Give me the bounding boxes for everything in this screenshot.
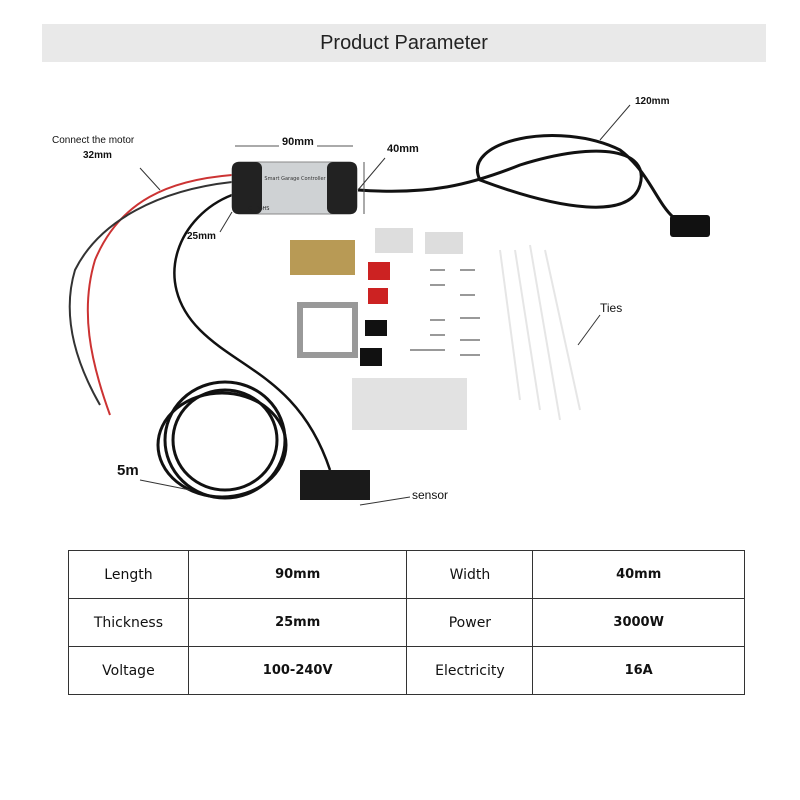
ties-label: Ties	[600, 301, 623, 315]
product-illustration: Smart Garage Controller CE RoHS	[68, 104, 710, 506]
spec-value: 3000W	[532, 598, 745, 647]
spec-key: Thickness	[68, 598, 189, 647]
spec-key: Width	[406, 550, 534, 599]
table-row: Voltage 100-240V Electricity 16A	[68, 646, 745, 695]
button-red	[368, 262, 390, 280]
spec-value: 90mm	[187, 550, 408, 599]
spec-value: 100-240V	[187, 646, 408, 695]
length-label: 90mm	[279, 136, 317, 148]
motor-length-label: 32mm	[83, 150, 112, 161]
adhesive-pad	[352, 378, 467, 430]
spec-value: 25mm	[187, 598, 408, 647]
page-title: Product Parameter	[320, 31, 488, 54]
device-name: Smart Garage Controller	[264, 176, 326, 182]
spec-key: Electricity	[406, 646, 534, 695]
magnetic-sensor	[300, 470, 370, 500]
thickness-label: 25mm	[187, 231, 216, 242]
spec-key: Length	[68, 550, 189, 599]
sensor-cable-label: 5m	[117, 462, 139, 479]
spec-value: 16A	[532, 646, 745, 695]
sensor-label: sensor	[412, 488, 449, 502]
bracket	[290, 240, 355, 275]
device-cert: CE RoHS	[248, 206, 269, 212]
power-cable	[357, 134, 701, 227]
spec-value: 40mm	[532, 550, 745, 599]
sensor-cable	[173, 193, 332, 471]
spec-key: Power	[406, 598, 534, 647]
spec-table: Length 90mm Width 40mm Thickness 25mm Po…	[68, 550, 745, 695]
table-row: Length 90mm Width 40mm	[68, 550, 745, 599]
title-banner: Product Parameter	[42, 24, 766, 62]
cable-ties	[499, 244, 581, 421]
width-label: 40mm	[387, 143, 419, 155]
table-row: Thickness 25mm Power 3000W	[68, 598, 745, 647]
cable-length-label: 120mm	[635, 96, 670, 107]
red-wire	[86, 174, 233, 416]
black-wire	[68, 181, 233, 406]
plug-icon	[670, 215, 710, 237]
connect-motor-label: Connect the motor	[52, 135, 135, 146]
spec-key: Voltage	[68, 646, 189, 695]
